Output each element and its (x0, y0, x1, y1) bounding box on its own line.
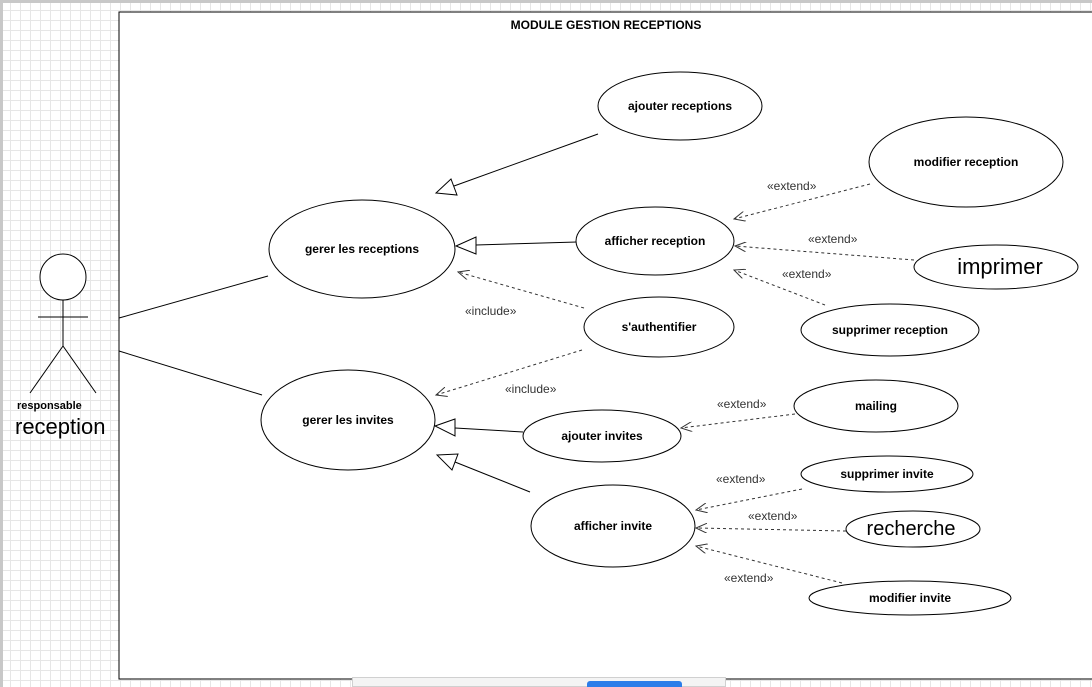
use-case-label: ajouter receptions (628, 99, 732, 113)
use-case-gerer-les-receptions[interactable]: gerer les receptions (268, 199, 456, 299)
extend-label: «extend» (717, 397, 767, 411)
extend-label: «extend» (808, 232, 858, 246)
generalization-afficher-reception (454, 236, 578, 255)
extend-arrow-mailing (681, 413, 796, 428)
include-label: «include» (465, 304, 517, 318)
use-case-label: modifier invite (869, 591, 951, 605)
use-case-label: gerer les invites (302, 413, 394, 427)
use-case-ajouter-invites[interactable]: ajouter invites (522, 409, 682, 463)
use-case-afficher-reception[interactable]: afficher reception (575, 206, 735, 276)
use-case-label: s'authentifier (622, 320, 697, 334)
diagram-title: MODULE GESTION RECEPTIONS (511, 18, 702, 32)
use-case-label: afficher invite (574, 519, 652, 533)
use-case-afficher-invite[interactable]: afficher invite (530, 484, 696, 568)
use-case-supprimer-invite[interactable]: supprimer invite (800, 455, 974, 493)
extend-arrow-supprimer-invite (696, 488, 803, 510)
include-arrow-invites (436, 349, 583, 395)
canvas-left-edge (0, 0, 3, 687)
extend-label: «extend» (724, 571, 774, 585)
use-case-gerer-les-invites[interactable]: gerer les invites (260, 369, 436, 471)
include-label: «include» (505, 382, 557, 396)
canvas-top-edge (0, 0, 1092, 3)
generalization-ajouter-receptions (434, 133, 599, 196)
association-actor-gerer-receptions (118, 275, 269, 319)
use-case-ajouter-receptions[interactable]: ajouter receptions (597, 71, 763, 141)
extend-label: «extend» (748, 509, 798, 523)
use-case-label: imprimer (957, 254, 1043, 279)
generalization-afficher-invite (435, 453, 531, 493)
use-case-mailing[interactable]: mailing (793, 379, 959, 433)
association-actor-gerer-invites (118, 350, 263, 396)
actor-role-label: responsable (17, 400, 82, 412)
use-case-label: afficher reception (605, 234, 706, 248)
use-case-sauthentifier[interactable]: s'authentifier (583, 296, 735, 358)
extend-label: «extend» (767, 179, 817, 193)
use-case-supprimer-reception[interactable]: supprimer reception (800, 303, 980, 357)
use-case-label: supprimer invite (840, 467, 934, 481)
use-case-modifier-invite[interactable]: modifier invite (808, 580, 1012, 616)
extend-label: «extend» (716, 472, 766, 486)
use-case-label: gerer les receptions (305, 242, 419, 256)
actor-stick-figure[interactable] (29, 253, 97, 394)
use-case-recherche[interactable]: recherche (845, 510, 981, 548)
extend-arrow-supprimer-reception (734, 270, 826, 306)
use-case-label: ajouter invites (561, 429, 643, 443)
extend-arrow-modifier-invite (696, 546, 843, 584)
actor-name-label: reception (15, 414, 106, 439)
use-case-label: modifier reception (914, 155, 1019, 169)
use-case-imprimer[interactable]: imprimer (913, 244, 1079, 290)
use-case-label: mailing (855, 399, 897, 413)
use-case-label: supprimer reception (832, 323, 948, 337)
include-arrow-receptions (458, 272, 585, 309)
use-case-modifier-reception[interactable]: modifier reception (868, 116, 1064, 208)
use-case-label: recherche (867, 518, 956, 540)
extend-label: «extend» (782, 267, 832, 281)
generalization-ajouter-invites (433, 418, 524, 437)
extend-arrow-recherche (696, 528, 847, 531)
horizontal-scrollbar-thumb[interactable] (587, 681, 682, 687)
